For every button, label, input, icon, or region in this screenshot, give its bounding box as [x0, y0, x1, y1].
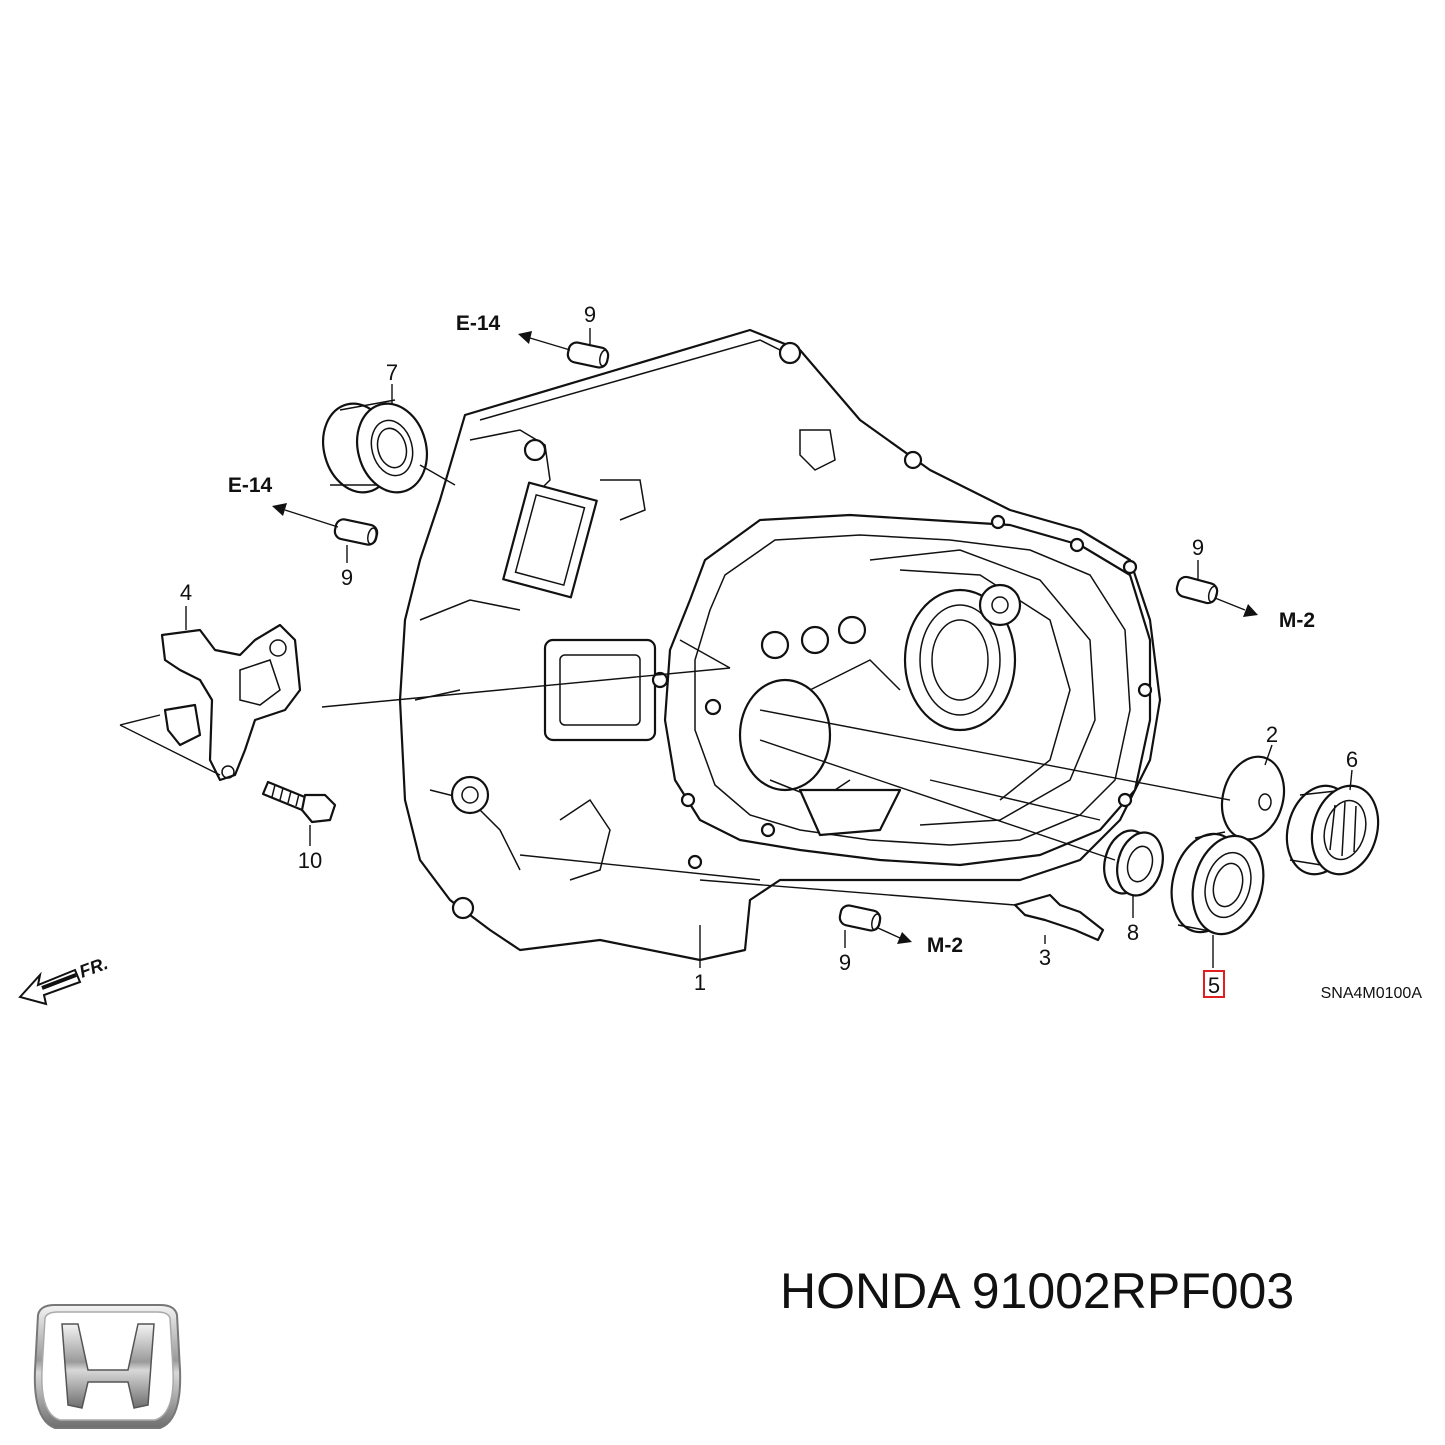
callout-7: 7: [386, 360, 398, 385]
honda-h-logo-icon: [33, 1304, 182, 1429]
front-label: FR.: [77, 953, 111, 982]
washer-2: [1220, 755, 1286, 841]
dowel-pin-top: [566, 341, 610, 369]
callout-5: 5: [1208, 973, 1220, 998]
ref-m2-bottom: M-2: [927, 934, 963, 957]
callout-9-top: 9: [584, 302, 596, 327]
bolt-10: [261, 780, 337, 824]
reference-labels: E-14 E-14 M-2 M-2: [228, 312, 1315, 957]
diagram-code: SNA4M0100A: [1321, 985, 1423, 1002]
callout-4: 4: [180, 580, 192, 605]
highlight-box-5: [1203, 970, 1225, 998]
front-arrow-icon: FR.: [18, 953, 111, 1006]
dowel-pin-left: [333, 518, 379, 546]
transmission-housing: [398, 328, 1162, 962]
callout-9-bottom: 9: [839, 950, 851, 975]
ball-bearing-5: [1170, 831, 1265, 936]
bracket-4: [160, 623, 302, 782]
dowel-pin-bottom: [838, 904, 882, 932]
callout-9-right: 9: [1192, 535, 1204, 560]
ref-e14-left: E-14: [228, 474, 273, 497]
leader-lines: [119, 328, 1353, 968]
callout-8: 8: [1127, 920, 1139, 945]
reference-arrows: [272, 331, 1258, 944]
plate-3: [1013, 893, 1105, 942]
part-number-title: HONDA 91002RPF003: [780, 1263, 1295, 1319]
callout-6: 6: [1346, 747, 1358, 772]
oil-seal-7: [322, 399, 428, 494]
callout-1: 1: [694, 970, 706, 995]
ref-e14-top: E-14: [456, 312, 501, 335]
callout-9-left: 9: [341, 565, 353, 590]
bolt-holes: [651, 514, 1153, 870]
ref-m2-right: M-2: [1279, 609, 1315, 632]
callout-2: 2: [1266, 722, 1278, 747]
callout-3: 3: [1039, 945, 1051, 970]
callouts: 9 7 9 4 10 9 2 6 8 3 9 1 5: [180, 302, 1358, 998]
oil-seal-8: [1103, 829, 1164, 897]
callout-10: 10: [298, 848, 322, 873]
bearing-6: [1285, 784, 1380, 876]
dowel-pin-right: [1175, 575, 1219, 605]
